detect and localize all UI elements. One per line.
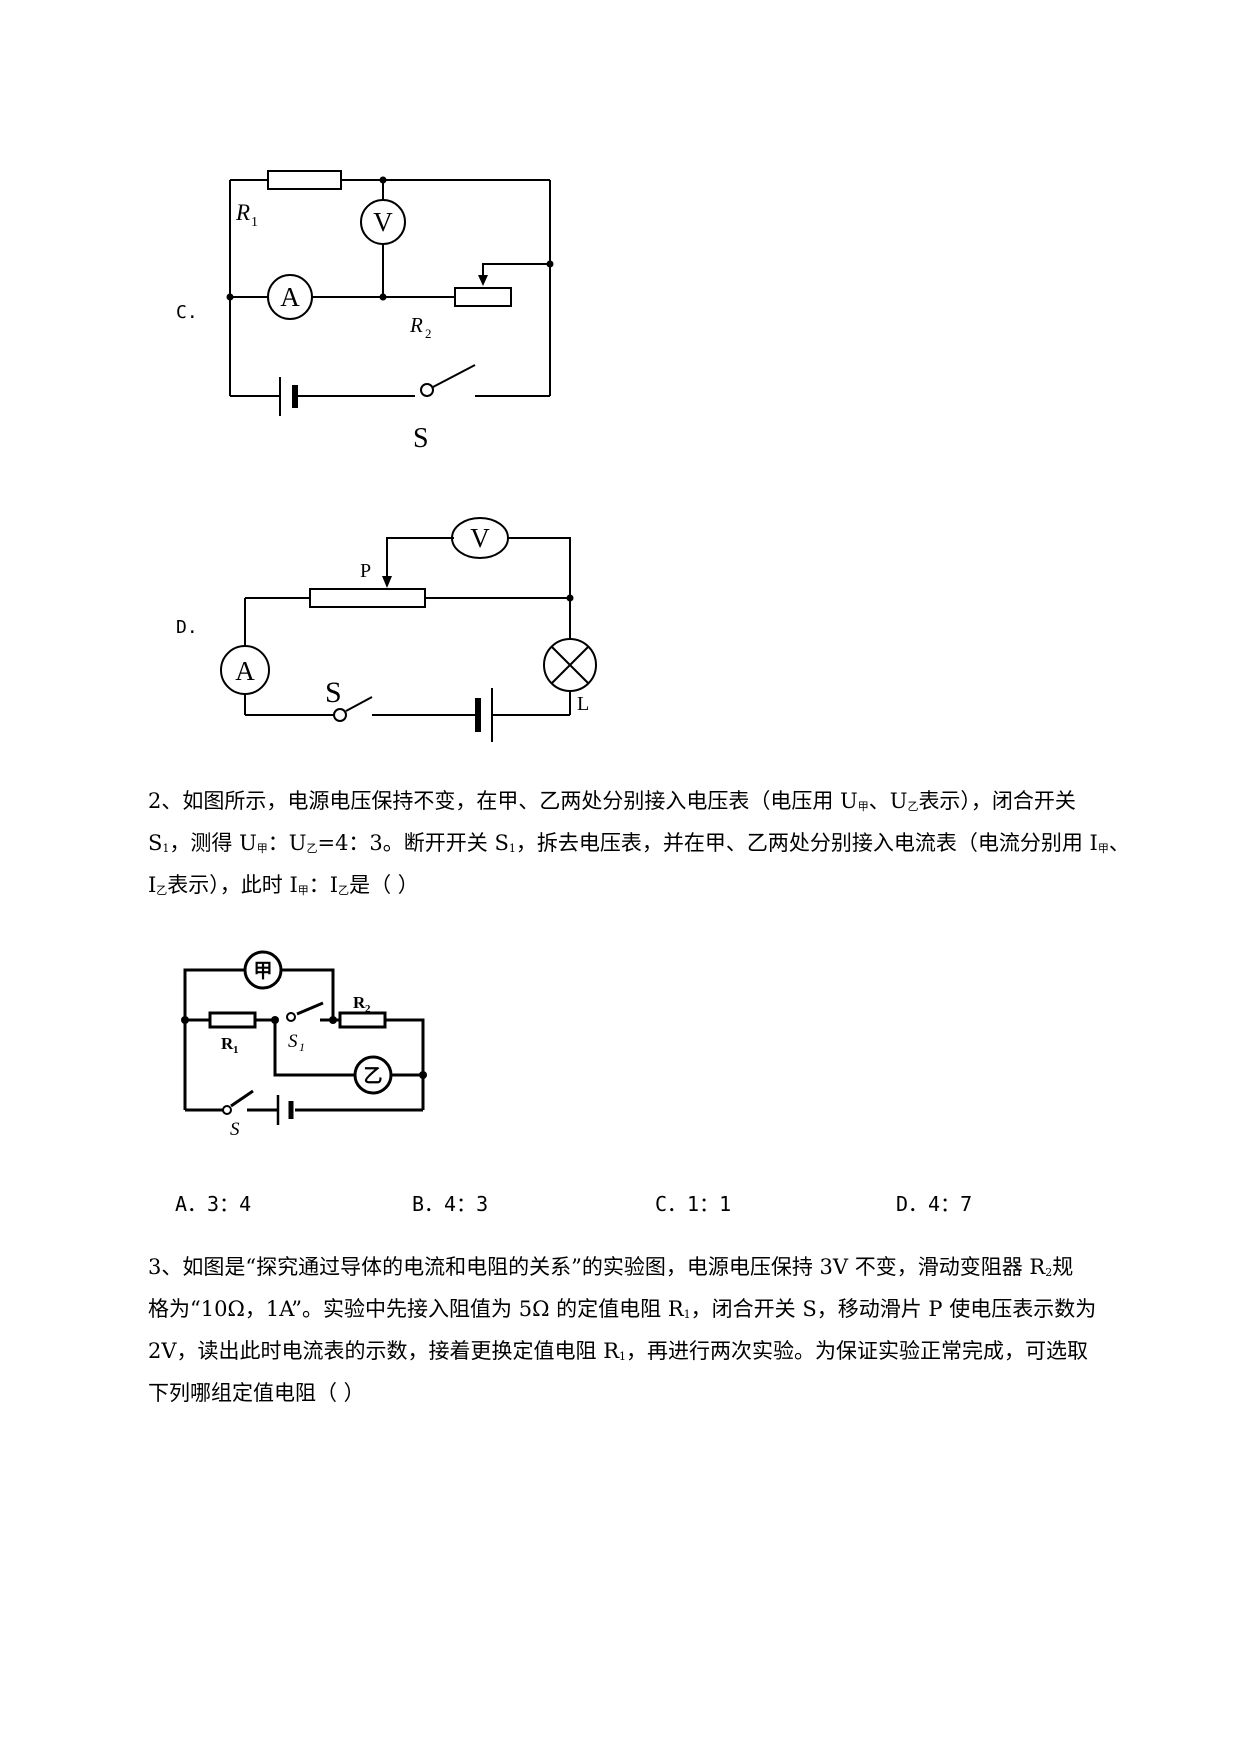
r2-label: R <box>409 313 423 337</box>
circuit-diagram-d: V A P S L <box>220 517 597 742</box>
question-2-text: 2、如图所示，电源电压保持不变，在甲、乙两处分别接入电压表（电压用 U甲、U乙表… <box>148 789 1130 897</box>
r2-label: R <box>353 993 366 1012</box>
ammeter-label: A <box>280 282 300 312</box>
slide-rheostat <box>309 588 426 608</box>
s1-label: S <box>288 1031 298 1052</box>
resistor-r2 <box>338 1011 387 1029</box>
switch-s <box>345 696 373 712</box>
resistor-r1 <box>208 1011 257 1029</box>
option-c-label: C. <box>176 302 198 323</box>
r1-label: R <box>221 1034 234 1053</box>
r2-subscript: 2 <box>425 326 432 341</box>
r1-label: R <box>235 200 250 225</box>
switch-s1 <box>296 1001 324 1016</box>
choice-a[interactable]: A．3：4 <box>175 1192 252 1216</box>
switch-label: S <box>325 676 342 709</box>
s-label: S <box>230 1119 240 1140</box>
switch-s <box>432 364 476 388</box>
r1-subscript: 1 <box>233 1044 239 1056</box>
rheostat-r2 <box>454 287 512 307</box>
choice-c[interactable]: C．1：1 <box>655 1192 732 1216</box>
circuit-diagram-q2: 甲 乙 R 1 R 2 S 1 S <box>181 950 427 1140</box>
r1-subscript: 1 <box>251 215 258 230</box>
meter-jia-label: 甲 <box>253 961 272 982</box>
slider-label: P <box>360 560 371 582</box>
ammeter-label: A <box>235 656 255 686</box>
choice-b[interactable]: B．4：3 <box>412 1192 489 1216</box>
switch-label: S <box>413 423 429 454</box>
r2-subscript: 2 <box>365 1003 371 1015</box>
lamp-label: L <box>577 693 589 715</box>
question-3-text: 3、如图是“探究通过导体的电流和电阻的关系”的实验图，电源电压保持 3V 不变，… <box>148 1255 1097 1405</box>
voltmeter-label: V <box>373 207 393 237</box>
meter-yi-label: 乙 <box>363 1066 382 1087</box>
circuit-diagram-c: V A R 1 R 2 S <box>226 170 554 454</box>
choice-d[interactable]: D．4：7 <box>896 1192 973 1216</box>
resistor-r1 <box>267 170 342 190</box>
switch-s <box>230 1089 254 1108</box>
s1-subscript: 1 <box>299 1040 305 1054</box>
voltmeter-label: V <box>470 523 490 553</box>
option-d-label: D. <box>176 617 198 638</box>
